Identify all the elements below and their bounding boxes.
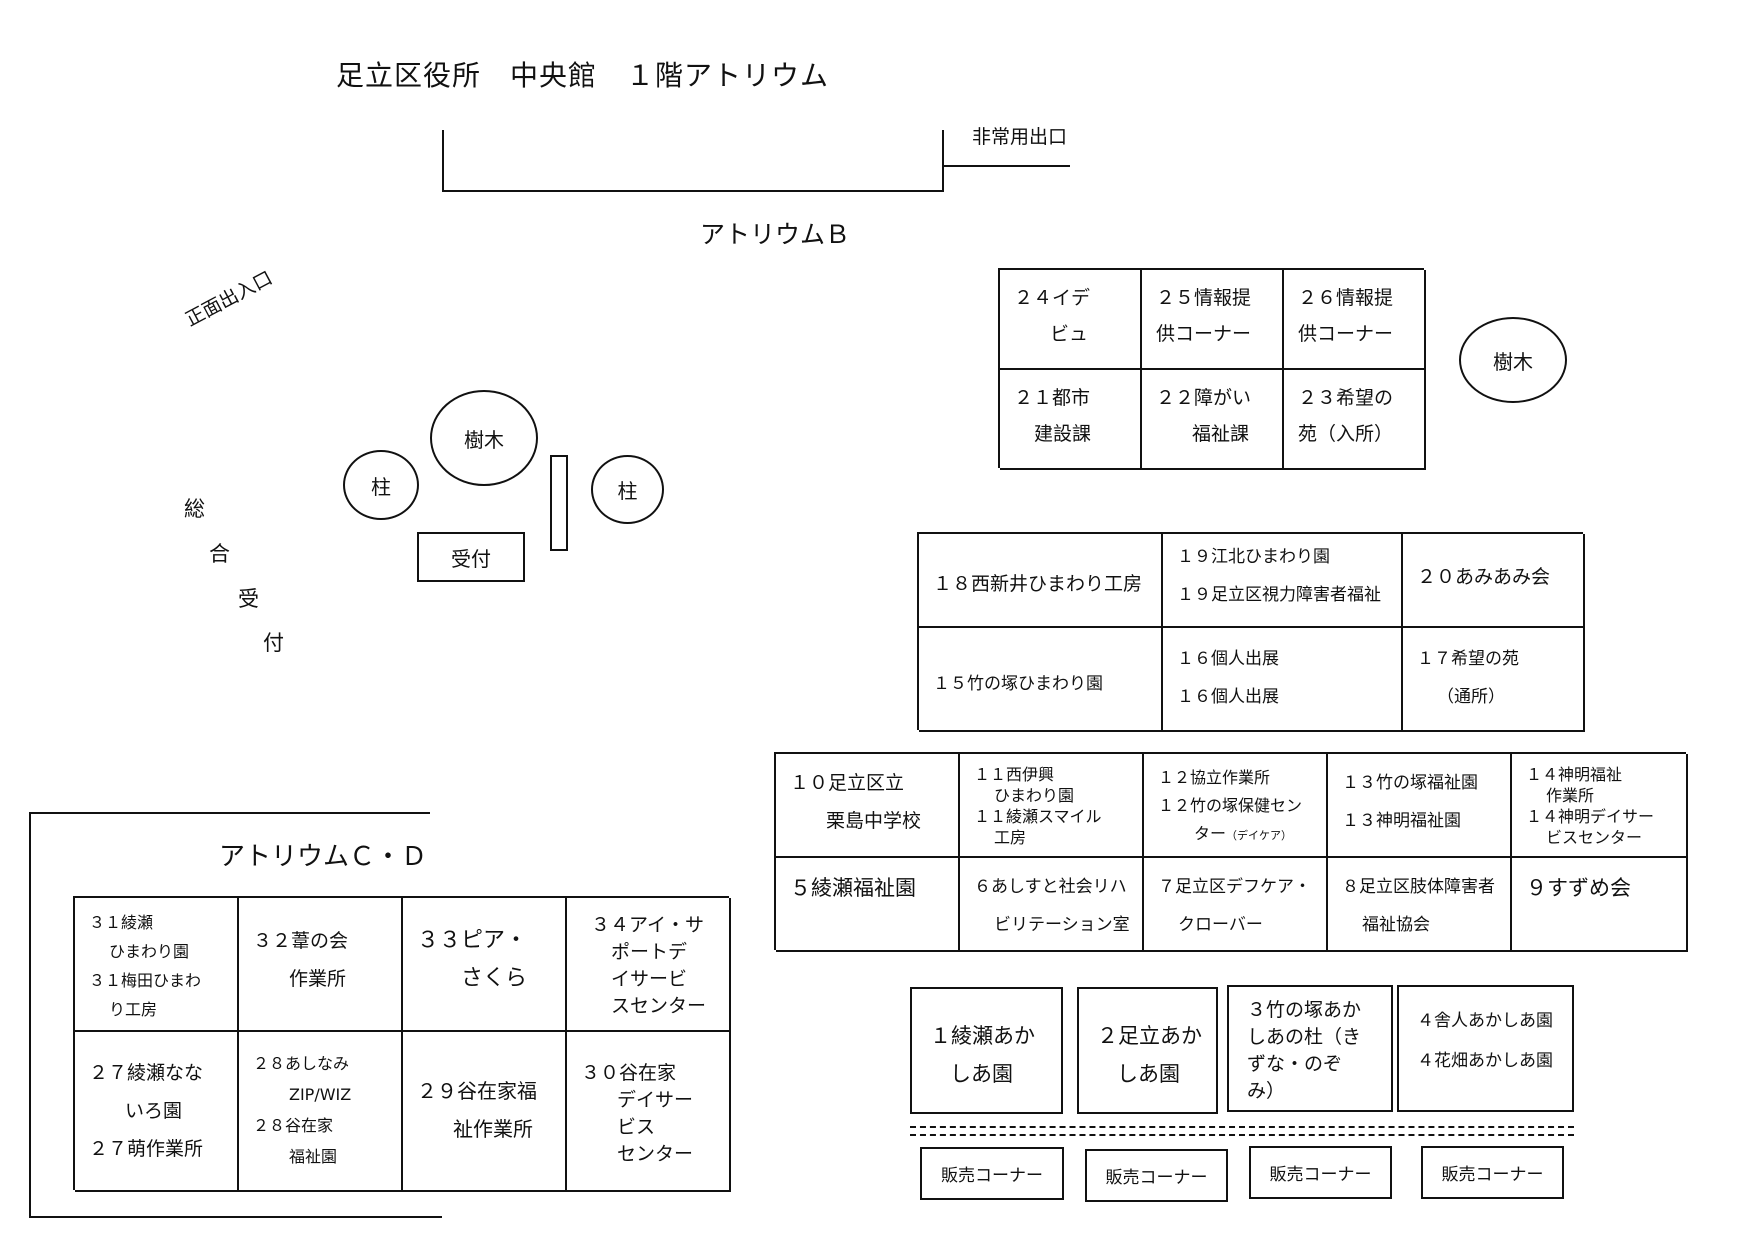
booth-18: １８西新井ひまわり工房 bbox=[919, 534, 1163, 628]
dashed-divider bbox=[910, 1126, 1574, 1136]
pillar-right: 柱 bbox=[591, 455, 664, 524]
booth-3: ３竹の塚あか しあの杜（き ずな・のぞ み） bbox=[1227, 985, 1393, 1112]
booth-23: ２３希望の 苑（入所） bbox=[1284, 370, 1426, 470]
booth-6: ６あしすと社会リハ ビリテーション室 bbox=[960, 858, 1144, 952]
booth-5: ５綾瀬福祉園 bbox=[776, 858, 960, 952]
general-reception-char: 付 bbox=[263, 631, 284, 655]
partition bbox=[550, 455, 568, 551]
booth-14: １４神明福祉 作業所 １４神明デイサー ビスセンター bbox=[1512, 754, 1688, 858]
booth-34: ３４アイ・サ ポートデ イサービ スセンター bbox=[567, 898, 731, 1032]
sales-corner: 販売コーナー bbox=[1249, 1146, 1392, 1199]
booth-30: ３０谷在家 デイサー ビス センター bbox=[567, 1032, 731, 1192]
booth-32: ３２葦の会 作業所 bbox=[239, 898, 403, 1032]
atrium-cd-wall-left bbox=[29, 812, 31, 1218]
booth-4: ４舎人あかしあ園 ４花畑あかしあ園 bbox=[1397, 985, 1574, 1112]
main-entrance-label: 正面出入口 bbox=[181, 266, 277, 331]
booth-2: ２足立あか しあ園 bbox=[1077, 987, 1218, 1114]
booth-20: ２０あみあみ会 bbox=[1403, 534, 1585, 628]
booth-24: ２４イデ ビュ bbox=[1000, 270, 1142, 370]
booth-block-b: ２４イデ ビュ ２５情報提 供コーナー ２６情報提 供コーナー ２１都市 建設課… bbox=[998, 268, 1426, 470]
general-reception-char: 受 bbox=[238, 587, 259, 611]
emergency-exit-label: 非常用出口 bbox=[972, 126, 1068, 148]
atrium-b-label: アトリウムＢ bbox=[700, 220, 851, 249]
booth-13: １３竹の塚福祉園 １３神明福祉園 bbox=[1328, 754, 1512, 858]
booth-block-row: １０足立区立 栗島中学校 １１西伊興 ひまわり園 １１綾瀬スマイル 工房 １２協… bbox=[774, 752, 1688, 952]
atrium-cd-wall-top bbox=[29, 812, 430, 814]
booth-10: １０足立区立 栗島中学校 bbox=[776, 754, 960, 858]
general-reception-char: 合 bbox=[209, 542, 230, 566]
sales-corner: 販売コーナー bbox=[1085, 1149, 1228, 1202]
general-reception-char: 総 bbox=[184, 497, 205, 521]
tree-right: 樹木 bbox=[1459, 317, 1567, 403]
booth-19: １９江北ひまわり園 １９足立区視力障害者福祉 bbox=[1163, 534, 1403, 628]
wall-left bbox=[442, 130, 444, 192]
sales-corner: 販売コーナー bbox=[1421, 1146, 1564, 1199]
booth-33: ３３ピア・ さくら bbox=[403, 898, 567, 1032]
booth-26: ２６情報提 供コーナー bbox=[1284, 270, 1426, 370]
reception-desk: 受付 bbox=[417, 532, 525, 582]
booth-17: １７希望の苑 （通所） bbox=[1403, 628, 1585, 732]
booth-1: １綾瀬あか しあ園 bbox=[910, 987, 1063, 1114]
booth-15: １５竹の塚ひまわり園 bbox=[919, 628, 1163, 732]
tree: 樹木 bbox=[430, 390, 538, 486]
booth-block-cd: ３１綾瀬 ひまわり園 ３１梅田ひまわ り工房 ３２葦の会 作業所 ３３ピア・ さ… bbox=[73, 896, 731, 1192]
atrium-cd-wall-bottom bbox=[29, 1216, 442, 1218]
booth-28: ２８あしなみ ZIP/WIZ ２８谷在家 福祉園 bbox=[239, 1032, 403, 1192]
booth-7: ７足立区デフケア・ クローバー bbox=[1144, 858, 1328, 952]
booth-12: １２協立作業所 １２竹の塚保健セン ター（デイケア） bbox=[1144, 754, 1328, 858]
booth-block-mid: １８西新井ひまわり工房 １９江北ひまわり園 １９足立区視力障害者福祉 ２０あみあ… bbox=[917, 532, 1585, 732]
wall-bottom bbox=[442, 190, 944, 192]
booth-22: ２２障がい 福祉課 bbox=[1142, 370, 1284, 470]
pillar-left: 柱 bbox=[343, 450, 419, 520]
page-title: 足立区役所 中央館 １階アトリウム bbox=[336, 59, 830, 92]
booth-27: ２７綾瀬なな いろ園 ２７萌作業所 bbox=[75, 1032, 239, 1192]
exit-line bbox=[942, 165, 1070, 167]
sales-corner: 販売コーナー bbox=[920, 1147, 1064, 1200]
booth-16: １６個人出展 １６個人出展 bbox=[1163, 628, 1403, 732]
atrium-cd-label: アトリウムＣ・Ｄ bbox=[219, 842, 428, 872]
booth-31: ３１綾瀬 ひまわり園 ３１梅田ひまわ り工房 bbox=[75, 898, 239, 1032]
wall-right bbox=[942, 130, 944, 192]
booth-8: ８足立区肢体障害者 福祉協会 bbox=[1328, 858, 1512, 952]
booth-11: １１西伊興 ひまわり園 １１綾瀬スマイル 工房 bbox=[960, 754, 1144, 858]
booth-9: ９すずめ会 bbox=[1512, 858, 1688, 952]
booth-21: ２１都市 建設課 bbox=[1000, 370, 1142, 470]
booth-25: ２５情報提 供コーナー bbox=[1142, 270, 1284, 370]
booth-29: ２９谷在家福 祉作業所 bbox=[403, 1032, 567, 1192]
